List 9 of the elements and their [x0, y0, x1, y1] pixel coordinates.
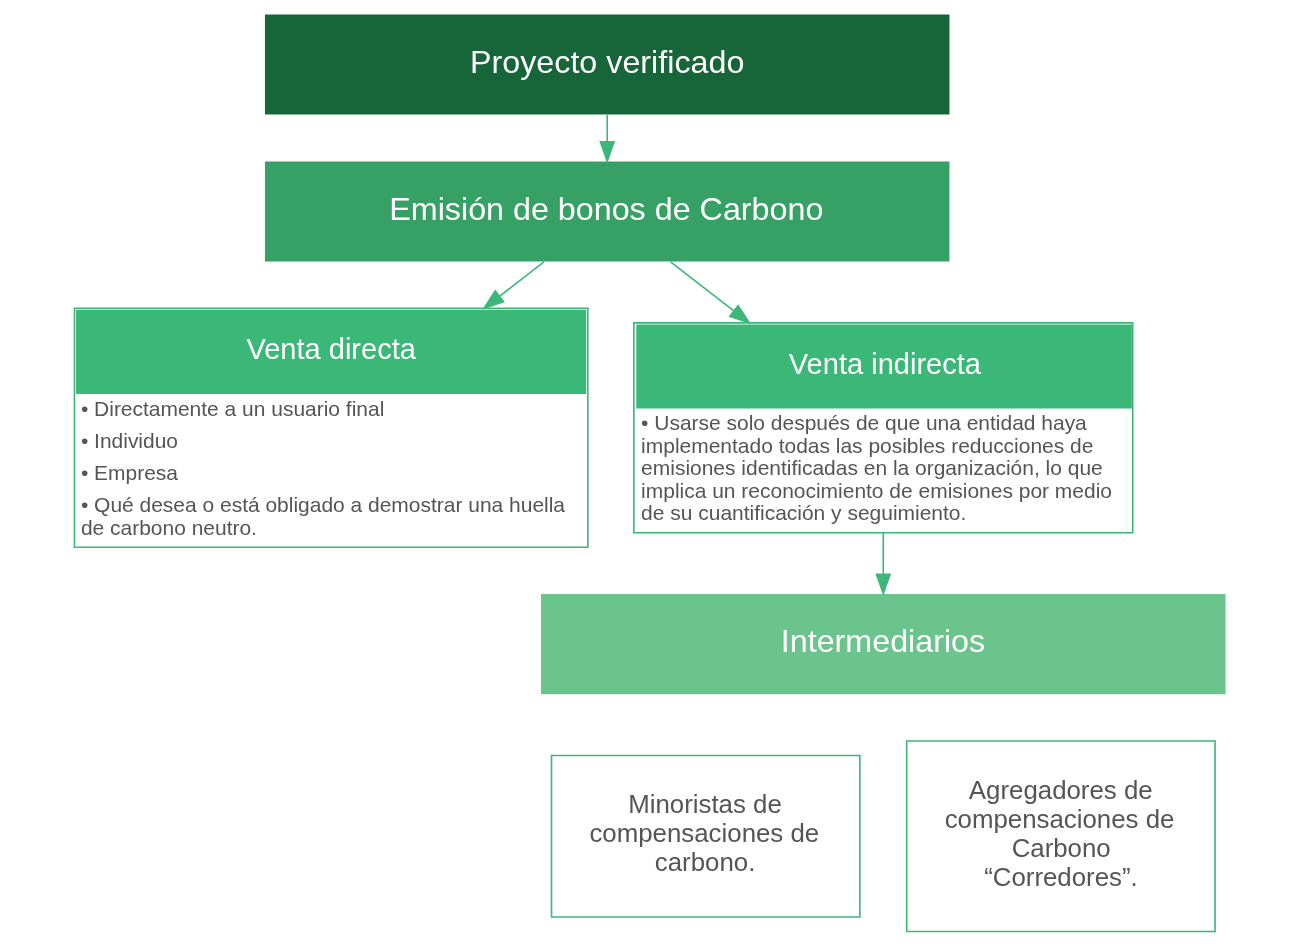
arrow	[482, 261, 545, 310]
node-box: Emisión de bonos de Carbono	[264, 161, 950, 262]
node-box: Minoristas de compensaciones de carbono.	[550, 754, 861, 918]
node-box: Intermediarios	[541, 594, 1226, 695]
node-box: Agregadores de compensaciones de Carbono “Corredores”.	[905, 740, 1216, 933]
arrow	[669, 261, 752, 325]
arrow	[599, 114, 616, 164]
node-box: Proyecto verificado	[264, 14, 950, 115]
arrow	[875, 532, 892, 597]
